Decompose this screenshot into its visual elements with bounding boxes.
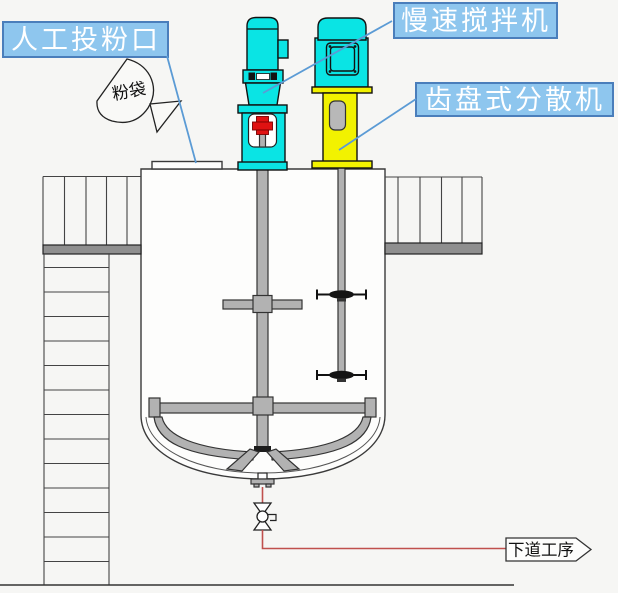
manhole-feed-port <box>151 160 223 170</box>
anchor-agitator <box>148 396 377 472</box>
disperser-shaft <box>337 167 346 382</box>
disc-blade-lower <box>316 370 367 382</box>
leader-feed-port <box>166 55 197 164</box>
disperser-unit <box>311 17 373 169</box>
mixer-stand-top-plate <box>237 104 288 114</box>
disc-blade-upper <box>316 289 367 302</box>
left-platform-floor <box>42 244 142 255</box>
fan-cover-inner <box>329 46 356 72</box>
callout-disc-disperser: 齿盘式分散机 <box>415 82 614 117</box>
next-process-label: 下道工序 <box>508 541 574 560</box>
left-platform <box>42 175 142 255</box>
mixer-shaft-assembly <box>148 167 377 472</box>
shaft-collar <box>254 446 271 452</box>
disperser-motor-cap <box>317 17 367 41</box>
right-platform <box>384 176 483 255</box>
cone-strut-right <box>265 448 301 472</box>
mixer-terminal-box <box>277 39 289 59</box>
leader-slow-mixer <box>262 20 393 94</box>
drain-outlet <box>250 472 275 488</box>
callout-slow-mixer: 慢速搅拌机 <box>393 2 558 39</box>
cone-strut-left <box>225 448 261 472</box>
powder-bag-body <box>96 58 155 124</box>
mixer-motor-body <box>246 16 279 71</box>
anchor-right-cap <box>364 397 377 418</box>
feed-port-label: 人工投粉口 <box>11 25 161 55</box>
discharge-line: 下道工序 <box>252 487 593 562</box>
disperser-stand-top-plate <box>311 86 373 94</box>
disperser-base-flange <box>311 160 373 169</box>
anchor-left-cap <box>148 397 161 418</box>
powder-bag-spout <box>149 100 183 134</box>
mixer-base-flange <box>237 161 288 171</box>
leader-disc-disperser <box>338 98 417 151</box>
next-process-arrow: 下道工序 <box>505 537 593 562</box>
drain-valve <box>252 502 277 531</box>
slow-mixer-label: 慢速搅拌机 <box>401 6 551 36</box>
paddle-hub <box>252 294 273 314</box>
access-ladder <box>43 254 110 585</box>
column-window <box>328 100 347 131</box>
discharge-pipe-lower <box>261 530 506 550</box>
anchor-hub <box>252 396 274 416</box>
valve-handle <box>267 513 277 522</box>
slow-mixer-unit <box>237 16 289 171</box>
disc-disperser-label: 齿盘式分散机 <box>425 85 605 115</box>
coupling <box>252 116 273 135</box>
right-platform-floor <box>384 242 483 255</box>
next-process-arrow-box <box>505 537 593 562</box>
powder-bag: 粉袋 <box>96 58 183 134</box>
callout-feed-port: 人工投粉口 <box>2 21 169 58</box>
